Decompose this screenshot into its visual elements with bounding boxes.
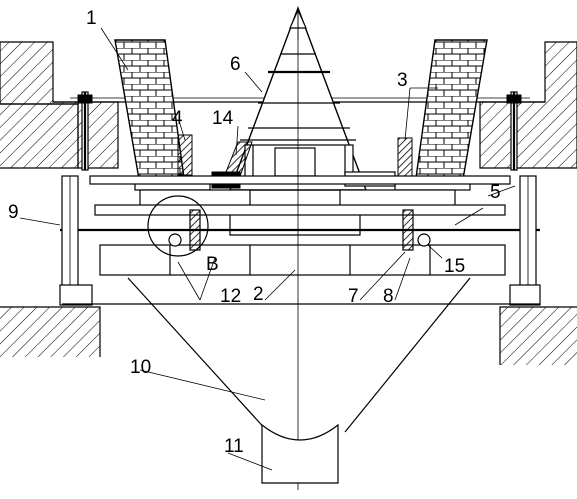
- label-15: 15: [444, 256, 465, 277]
- label-7: 7: [348, 286, 359, 307]
- label-14: 14: [212, 108, 234, 129]
- lower-ground-left: [0, 306, 101, 357]
- hopper-funnel: [127, 277, 471, 433]
- detail-circle-b: [147, 195, 209, 257]
- brick-column-right: [414, 39, 488, 186]
- label-10: 10: [130, 357, 151, 378]
- label-8: 8: [383, 286, 394, 307]
- leader-lines: [19, 27, 516, 471]
- pin-15: [417, 233, 431, 247]
- main-beam: [60, 175, 540, 276]
- label-11: 11: [224, 436, 244, 457]
- label-1: 1: [86, 8, 97, 29]
- anchor-bolt-right: [506, 91, 522, 171]
- pin-left: [168, 233, 182, 247]
- upper-foundation-left: [0, 41, 119, 169]
- bolt-12: [189, 209, 201, 251]
- label-4: 4: [172, 108, 183, 129]
- cone-inner-frame: [244, 144, 354, 178]
- hatched-block-3: [397, 137, 413, 179]
- label-12: 12: [220, 286, 241, 307]
- hatched-block-4: [177, 134, 193, 176]
- label-6: 6: [230, 54, 241, 75]
- upper-foundation-right: [479, 41, 577, 169]
- label-5: 5: [490, 182, 501, 203]
- lower-ground-right: [499, 306, 577, 365]
- side-column-right: [509, 175, 541, 306]
- container-11: [261, 423, 339, 484]
- label-3: 3: [397, 70, 408, 91]
- label-2: 2: [253, 284, 264, 305]
- label-9: 9: [8, 202, 19, 223]
- bolt-8: [402, 209, 414, 251]
- anchor-bolt-left: [77, 91, 93, 171]
- side-column-left: [59, 175, 93, 306]
- label-detail-b: B: [206, 254, 219, 275]
